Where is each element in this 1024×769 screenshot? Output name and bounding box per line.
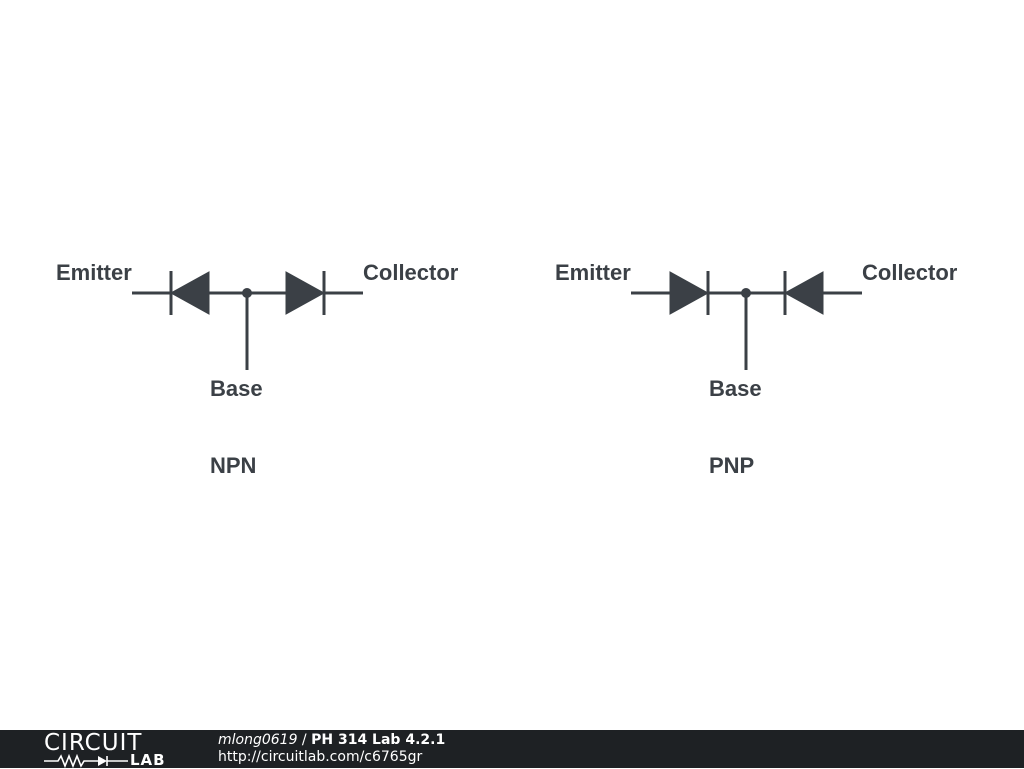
npn-diode2-triangle: [285, 271, 326, 315]
credit-separator: /: [297, 732, 312, 748]
pnp-collector-label: Collector: [862, 260, 958, 285]
pnp-diode1-triangle: [669, 271, 710, 315]
pnp-diode2-triangle: [783, 271, 824, 315]
npn-base-label: Base: [210, 376, 263, 401]
npn-type-label: NPN: [210, 453, 257, 478]
pnp-type-label: PNP: [709, 453, 755, 478]
logo-wordmark-top: CIRCUIT: [44, 730, 143, 756]
resistor-diode-icon: [44, 754, 128, 768]
circuitlab-logo[interactable]: CIRCUIT LAB: [44, 732, 184, 768]
npn-collector-label: Collector: [363, 260, 459, 285]
footer-bar: CIRCUIT LAB mlong0619 / PH 314 Lab 4.2.1…: [0, 730, 1024, 768]
author-name[interactable]: mlong0619: [218, 732, 298, 748]
circuit-diagram: [132, 271, 862, 370]
npn-diode1-triangle: [169, 271, 210, 315]
pnp-base-label: Base: [709, 376, 762, 401]
logo-wordmark-bottom: LAB: [130, 751, 166, 769]
pnp-emitter-label: Emitter: [555, 260, 631, 285]
npn-circuit: [132, 271, 363, 370]
npn-emitter-label: Emitter: [56, 260, 132, 285]
circuit-url-link[interactable]: http://circuitlab.com/c6765gr: [218, 749, 423, 765]
credit-line: mlong0619 / PH 314 Lab 4.2.1: [218, 732, 445, 748]
pnp-circuit: [631, 271, 862, 370]
circuit-title[interactable]: PH 314 Lab 4.2.1: [311, 732, 446, 748]
